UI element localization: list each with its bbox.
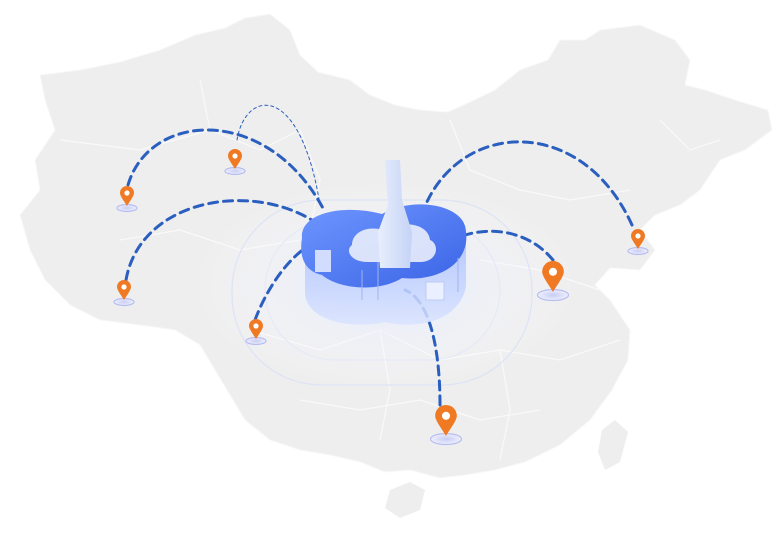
pin-marker <box>542 260 564 292</box>
route-north-east <box>418 140 634 227</box>
island-hainan <box>385 482 425 518</box>
pin-dot <box>121 284 127 290</box>
hub-stem <box>378 160 412 268</box>
pin-dot <box>253 323 259 329</box>
pin-dot <box>635 233 641 239</box>
pin-dot <box>232 153 238 159</box>
route-north-west <box>236 104 321 206</box>
pin-east-location-pin-icon[interactable] <box>536 260 570 302</box>
pin-marker <box>631 229 645 249</box>
pin-marker <box>249 319 263 339</box>
pin-dot <box>124 190 130 196</box>
pin-south-location-pin-icon[interactable] <box>429 404 463 446</box>
pin-north-east-location-pin-icon[interactable] <box>627 229 649 256</box>
island-north-east <box>580 50 650 88</box>
cloud-hub-icon <box>301 160 467 325</box>
pin-far-west-south-location-pin-icon[interactable] <box>113 280 135 307</box>
hub-data-lines <box>361 258 459 300</box>
pin-dot <box>441 411 451 420</box>
route-far-west-north <box>126 128 327 214</box>
pin-far-west-north-location-pin-icon[interactable] <box>116 186 138 213</box>
pin-marker <box>435 404 457 436</box>
hub-pillar <box>315 250 331 272</box>
pin-marker <box>117 280 131 300</box>
pin-marker <box>120 186 134 206</box>
route-far-west-south <box>124 199 317 282</box>
hub-ring-outer <box>231 199 533 386</box>
island-taiwan <box>598 420 628 470</box>
hub-cube <box>425 281 445 301</box>
location-pins <box>113 149 649 446</box>
pin-north-west-location-pin-icon[interactable] <box>224 149 246 176</box>
pin-south-west-location-pin-icon[interactable] <box>245 319 267 346</box>
pin-marker <box>228 149 242 169</box>
pin-dot <box>548 267 558 276</box>
route-south <box>403 288 442 407</box>
